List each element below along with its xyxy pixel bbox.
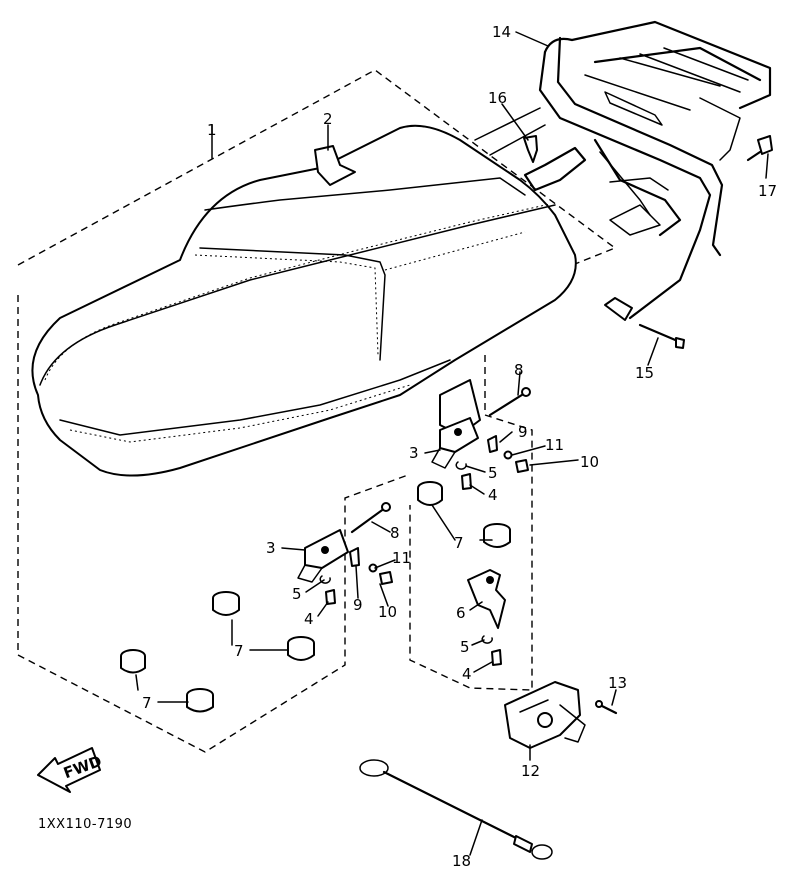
callout-10-lower: 10	[378, 603, 397, 621]
callout-2: 2	[323, 110, 333, 128]
hinge-bracket-lower	[297, 529, 349, 583]
callout-14: 14	[492, 23, 511, 41]
seat-bracket-6	[467, 569, 506, 629]
callout-7-center: 7	[234, 642, 244, 660]
leader-lines	[135, 31, 769, 856]
callout-9-upper: 9	[518, 423, 528, 441]
callout-8-upper: 8	[514, 361, 524, 379]
callout-3-upper: 3	[409, 444, 419, 462]
callout-11-upper: 11	[545, 436, 564, 454]
rubber-damper-parts	[120, 481, 511, 713]
damper-center	[287, 636, 315, 661]
diagram-code: 1XX110-7190	[38, 817, 132, 832]
damper-left	[120, 649, 146, 674]
callout-7-bottom: 7	[142, 694, 152, 712]
seat-assembly-outline	[17, 69, 617, 753]
part-callouts: 1 2 3 3 4 4 4 5 5 5 6 7 7 7 7 8 8 9 9 10…	[142, 23, 777, 870]
callout-15: 15	[635, 364, 654, 382]
callout-4-lower: 4	[304, 610, 314, 628]
callout-5-upper: 5	[488, 464, 498, 482]
hardware-parts	[319, 135, 773, 715]
damper-upper	[417, 481, 443, 506]
seat-lock-12	[504, 681, 586, 749]
callout-5-lower: 5	[292, 585, 302, 603]
damper-bottom	[186, 688, 214, 713]
callout-16: 16	[488, 89, 507, 107]
callout-3-lower: 3	[266, 539, 276, 557]
forward-direction-indicator: FWD	[37, 747, 104, 793]
callout-6: 6	[456, 604, 466, 622]
seat-lock-cable	[359, 759, 553, 860]
hinge-bracket-upper	[431, 417, 479, 469]
rear-carrier-rack	[474, 20, 772, 321]
callout-10-upper: 10	[580, 453, 599, 471]
callout-8-lower: 8	[390, 524, 400, 542]
callout-12: 12	[521, 762, 540, 780]
callout-4-bottom: 4	[462, 665, 472, 683]
callout-4-upper: 4	[488, 486, 498, 504]
callout-17: 17	[758, 182, 777, 200]
callout-5-bottom: 5	[460, 638, 470, 656]
seat-body	[31, 124, 577, 477]
callout-1: 1	[207, 121, 217, 139]
callout-9-lower: 9	[353, 596, 363, 614]
damper-mid	[483, 523, 511, 548]
callout-11-lower: 11	[392, 549, 411, 567]
callout-18: 18	[452, 852, 471, 870]
callout-13: 13	[608, 674, 627, 692]
callout-7-upper: 7	[454, 534, 464, 552]
damper-left-upper	[212, 591, 240, 616]
